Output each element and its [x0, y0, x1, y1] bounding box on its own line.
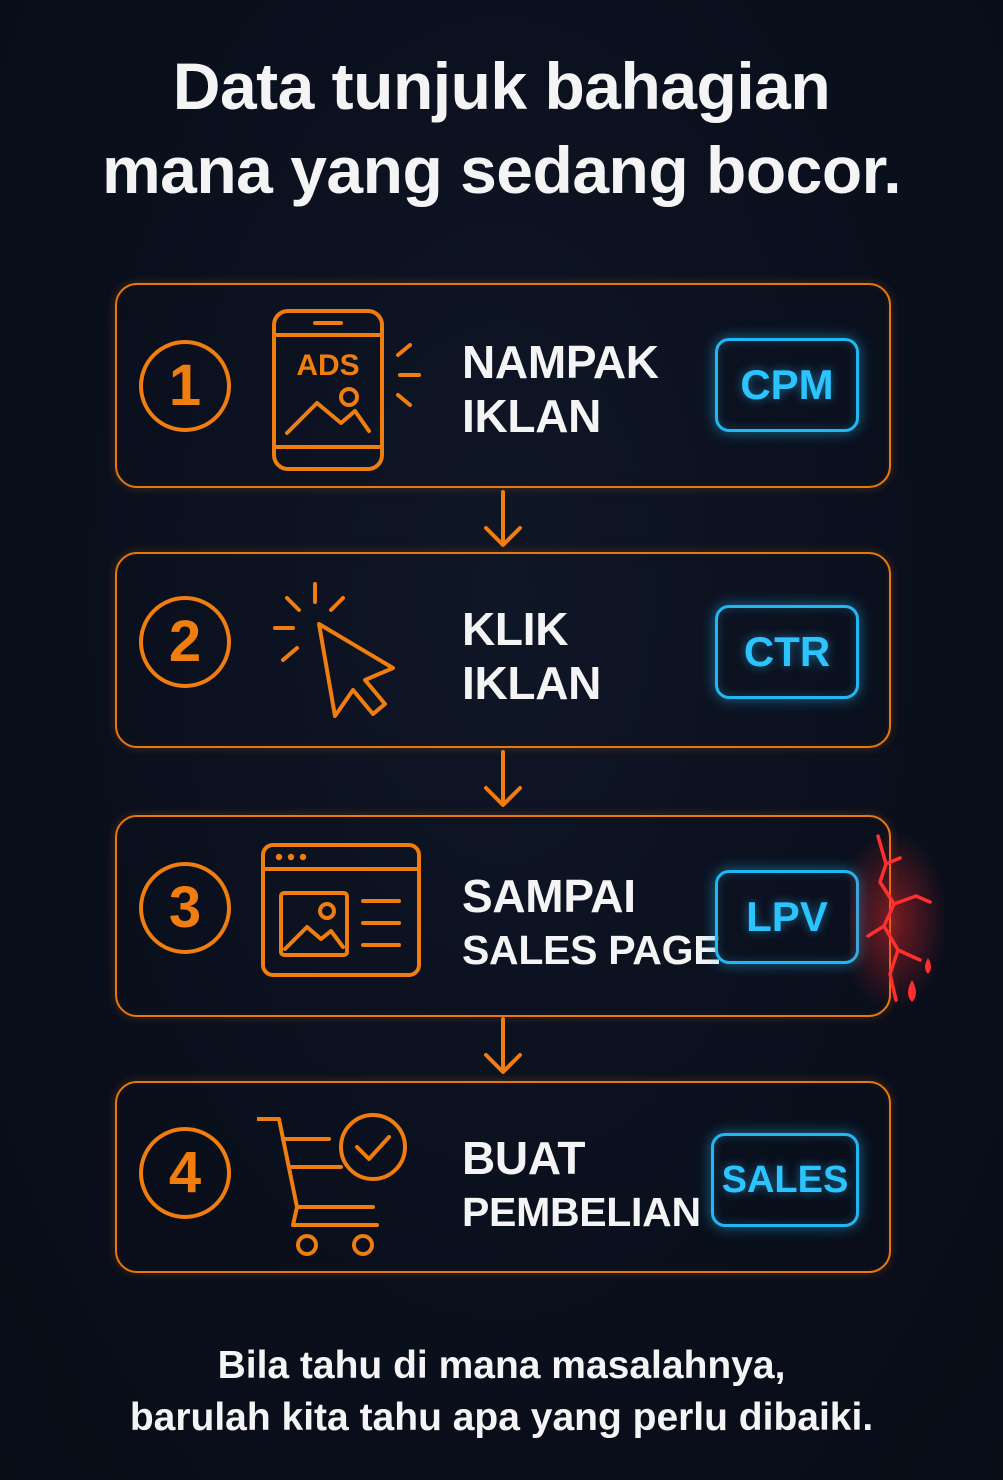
- step-number-2: 2: [139, 596, 231, 688]
- step-label-4-line-2: PEMBELIAN: [462, 1189, 701, 1235]
- arrow-down-icon: [484, 750, 522, 807]
- metric-badge-cpm: CPM: [715, 338, 859, 432]
- footer-line-2: barulah kita tahu apa yang perlu dibaiki…: [129, 1396, 874, 1439]
- page-title: Data tunjuk bahagian mana yang sedang bo…: [0, 44, 1003, 212]
- arrow-down-icon: [484, 1017, 522, 1074]
- footer-caption: Bila tahu di mana masalahnya, barulah ki…: [0, 1340, 1003, 1444]
- cart-check-icon: [257, 1113, 407, 1256]
- step-label-4: BUAT PEMBELIAN: [462, 1131, 701, 1239]
- step-label-2-line-2: IKLAN: [462, 657, 602, 709]
- funnel-step-4: 4 BUAT PEMBELIAN SALES: [115, 1081, 891, 1273]
- funnel-step-2: 2 KLIK IKLAN CTR: [115, 552, 891, 748]
- leak-crack-icon: [850, 830, 947, 1010]
- funnel-step-1: 1 ADS NAMPAK IKLAN CPM: [115, 283, 891, 488]
- step-label-1-line-1: NAMPAK: [462, 336, 659, 388]
- metric-badge-lpv: LPV: [715, 870, 859, 964]
- browser-page-icon: [261, 843, 421, 977]
- arrow-down-icon: [484, 490, 522, 547]
- step-label-3-line-2: SALES PAGE: [462, 927, 721, 973]
- title-line-2: mana yang sedang bocor.: [101, 133, 902, 207]
- step-label-1-line-2: IKLAN: [462, 390, 602, 442]
- title-line-1: Data tunjuk bahagian: [172, 49, 831, 123]
- metric-badge-ctr: CTR: [715, 605, 859, 699]
- step-number-1: 1: [139, 340, 231, 432]
- step-number-4: 4: [139, 1127, 231, 1219]
- footer-line-1: Bila tahu di mana masalahnya,: [217, 1344, 786, 1387]
- step-number-3: 3: [139, 862, 231, 954]
- step-label-2-line-1: KLIK: [462, 603, 569, 655]
- step-label-3-line-1: SAMPAI: [462, 870, 636, 922]
- cursor-click-icon: [273, 582, 395, 718]
- step-label-2: KLIK IKLAN: [462, 602, 601, 710]
- ads-icon-text: ADS: [296, 349, 359, 382]
- step-label-3: SAMPAI SALES PAGE: [462, 869, 721, 977]
- funnel-step-3: 3 SAMPAI SALES PAGE LPV: [115, 815, 891, 1017]
- ads-phone-icon: ADS: [272, 309, 421, 471]
- step-label-1: NAMPAK IKLAN: [462, 335, 659, 443]
- metric-badge-sales: SALES: [711, 1133, 859, 1227]
- step-label-4-line-1: BUAT: [462, 1132, 586, 1184]
